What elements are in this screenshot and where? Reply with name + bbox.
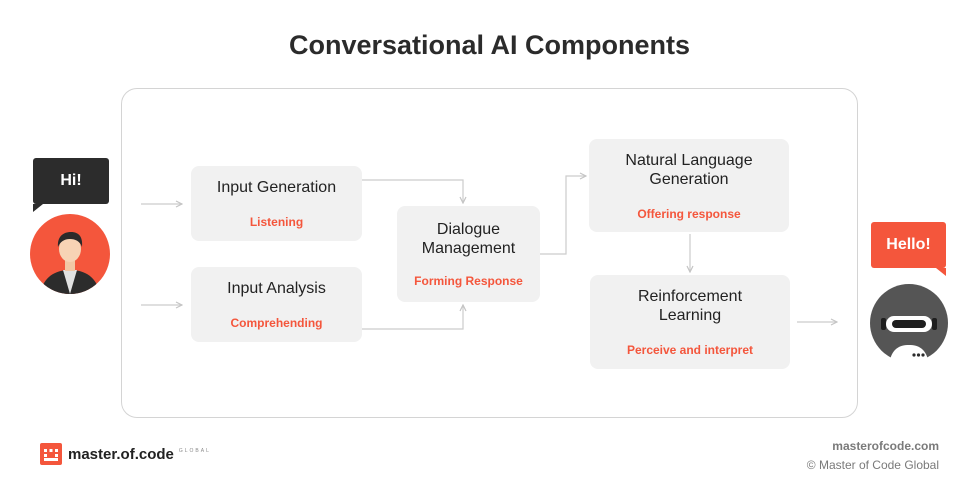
- nlg-label-line2: Generation: [649, 170, 729, 188]
- input-analysis-box: Input Analysis Comprehending: [191, 267, 362, 342]
- nlg-sublabel: Offering response: [637, 206, 741, 221]
- reinforcement-learning-box: Reinforcement Learning Perceive and inte…: [590, 275, 790, 369]
- bot-speech-text: Hello!: [886, 236, 931, 253]
- user-speech-bubble: Hi!: [33, 158, 109, 212]
- footer-copyright: © Master of Code Global: [806, 458, 939, 472]
- nlg-label-line1: Natural Language: [625, 151, 753, 169]
- bot-avatar-icon: [870, 284, 948, 363]
- brand-logo: master.of.code GLOBAL: [40, 443, 211, 465]
- logo-mark-icon: [40, 443, 62, 465]
- input-analysis-label: Input Analysis: [227, 280, 326, 297]
- input-generation-label: Input Generation: [216, 179, 337, 196]
- footer-website: masterofcode.com: [832, 439, 939, 453]
- logo-suffix: GLOBAL: [178, 448, 211, 454]
- user-avatar-icon: [30, 214, 110, 294]
- input-generation-box: Input Generation Listening: [191, 166, 362, 241]
- reinforcement-learning-sublabel: Perceive and interpret: [626, 343, 754, 357]
- dialogue-management-label-line1: Dialogue: [436, 221, 501, 238]
- reinforcement-learning-label-line2: Learning: [658, 307, 722, 324]
- bot-bubble-tail: [936, 268, 946, 276]
- bot-speech-bubble: Hello!: [871, 222, 946, 276]
- reinforcement-learning-label-line1: Reinforcement: [637, 288, 743, 305]
- logo-text: master.of.code: [68, 445, 174, 463]
- dialogue-management-sublabel: Forming Response: [414, 274, 523, 288]
- nlg-box: Natural Language Generation Offering res…: [589, 139, 789, 232]
- dialogue-management-box: Dialogue Management Forming Response: [397, 206, 540, 302]
- input-generation-sublabel: Listening: [249, 215, 304, 229]
- diagram-title: Conversational AI Components: [288, 30, 691, 60]
- dialogue-management-label-line2: Management: [421, 240, 516, 257]
- user-bubble-tail: [33, 204, 43, 212]
- input-analysis-sublabel: Comprehending: [230, 316, 323, 330]
- user-speech-text: Hi!: [60, 172, 82, 189]
